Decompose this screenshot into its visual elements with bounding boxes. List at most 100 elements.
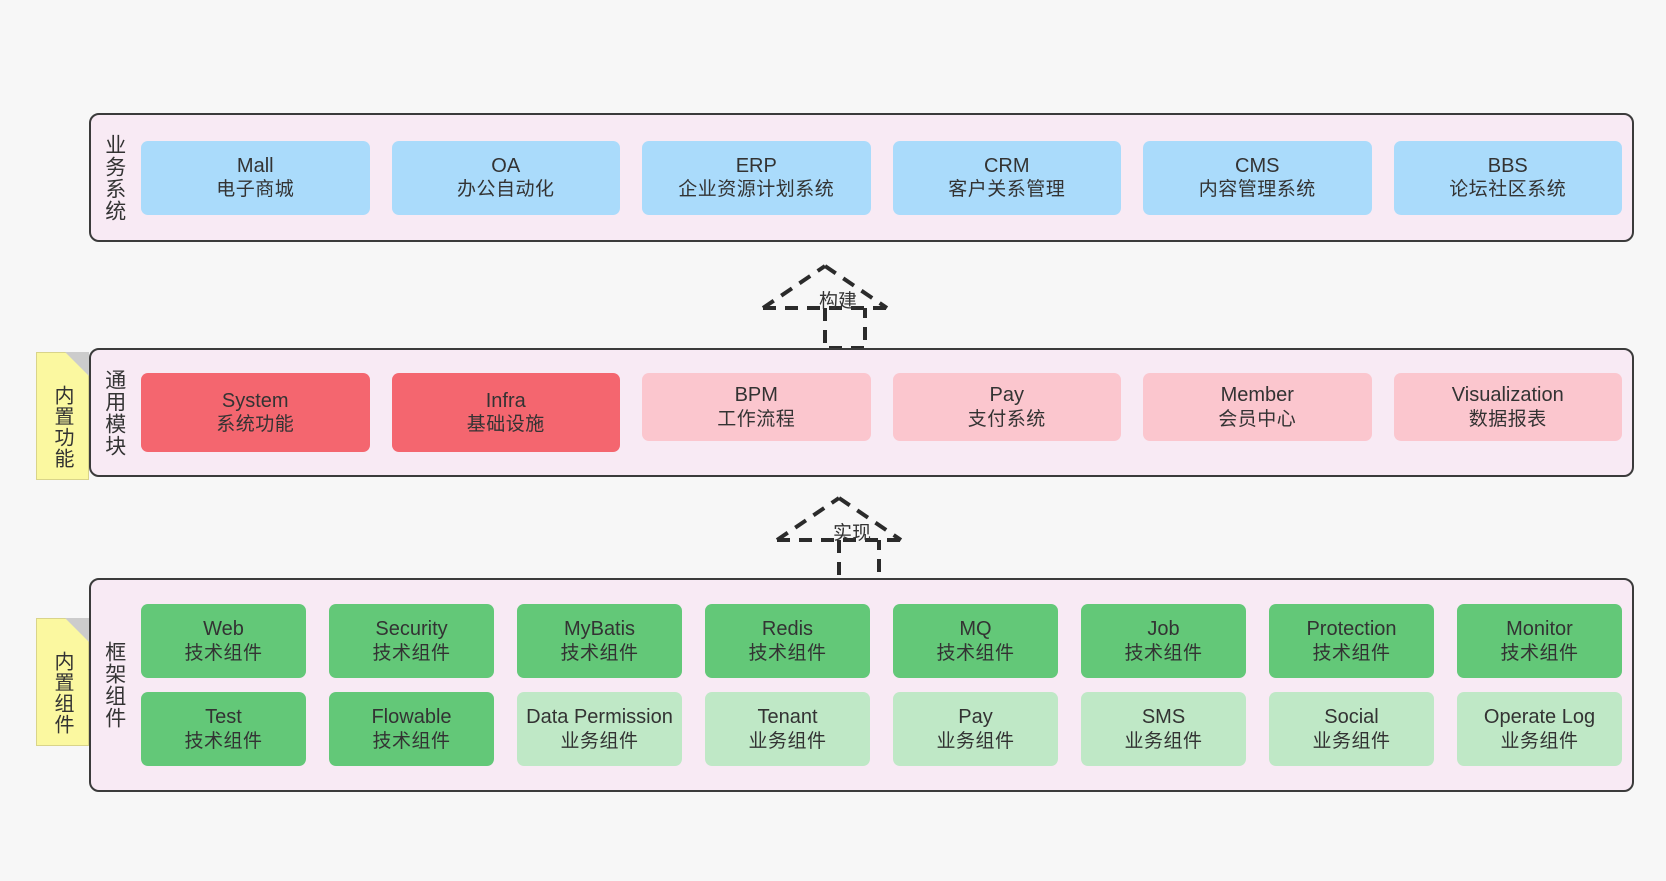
card-row: Web 技术组件 Security 技术组件 MyBatis 技术组件 Redi… [141,604,1622,678]
card-title: BBS [1487,154,1528,177]
card-operate-log[interactable]: Operate Log 业务组件 [1457,692,1622,766]
card-title: Web [203,618,244,641]
card-protection[interactable]: Protection 技术组件 [1269,604,1434,678]
card-subtitle: 技术组件 [936,642,1015,664]
note-builtin-components: 内置组件 [36,618,89,746]
card-title: Mall [236,154,274,177]
card-title: ERP [735,154,777,177]
card-redis[interactable]: Redis 技术组件 [705,604,870,678]
card-subtitle: 客户关系管理 [948,179,1066,201]
card-monitor[interactable]: Monitor 技术组件 [1457,604,1622,678]
card-infra[interactable]: Infra 基础设施 [391,373,620,452]
card-subtitle: 业务组件 [1312,730,1391,752]
card-pay-component[interactable]: Pay 业务组件 [893,692,1058,766]
layer-title-common-modules: 通用模块 [102,368,126,457]
card-visualization[interactable]: Visualization 数据报表 [1393,373,1622,441]
card-title: Tenant [757,706,818,729]
card-title: Monitor [1506,618,1573,641]
card-job[interactable]: Job 技术组件 [1081,604,1246,678]
card-erp[interactable]: ERP 企业资源计划系统 [642,140,871,215]
card-title: Test [205,706,242,729]
card-subtitle: 内容管理系统 [1198,179,1316,201]
card-title: Flowable [371,706,452,729]
note-fold-icon [65,618,89,642]
card-pay[interactable]: Pay 支付系统 [892,373,1121,441]
card-mall[interactable]: Mall 电子商城 [141,140,370,215]
card-subtitle: 技术组件 [184,730,263,752]
card-tenant[interactable]: Tenant 业务组件 [705,692,870,766]
card-title: Security [375,618,448,641]
card-sms[interactable]: SMS 业务组件 [1081,692,1246,766]
card-subtitle: 业务组件 [1500,730,1579,752]
connector-implement: 实现 [769,490,944,582]
card-mybatis[interactable]: MyBatis 技术组件 [517,604,682,678]
card-subtitle: 技术组件 [184,642,263,664]
layer-common-modules: 通用模块 System 系统功能 Infra 基础设施 BPM 工作流程 Pay… [89,348,1634,477]
card-title: CMS [1235,154,1280,177]
card-title: Pay [989,384,1024,407]
note-label: 内置组件 [51,651,73,735]
card-subtitle: 技术组件 [1312,642,1391,664]
card-subtitle: 技术组件 [748,642,827,664]
card-row: System 系统功能 Infra 基础设施 BPM 工作流程 Pay 支付系统… [141,373,1622,452]
card-test[interactable]: Test 技术组件 [141,692,306,766]
card-subtitle: 基础设施 [466,414,545,436]
card-cms[interactable]: CMS 内容管理系统 [1143,140,1372,215]
note-fold-icon [65,352,89,376]
card-row: Test 技术组件 Flowable 技术组件 Data Permission … [141,692,1622,766]
card-subtitle: 数据报表 [1468,408,1547,430]
card-subtitle: 电子商城 [216,179,295,201]
note-label: 内置功能 [51,385,73,469]
card-subtitle: 论坛社区系统 [1449,179,1567,201]
connector-implement-label: 实现 [833,523,872,544]
layer-body-common-modules: System 系统功能 Infra 基础设施 BPM 工作流程 Pay 支付系统… [137,350,1632,475]
layer-body-framework-components: Web 技术组件 Security 技术组件 MyBatis 技术组件 Redi… [137,580,1632,790]
card-title: System [221,389,289,412]
layer-body-business-systems: Mall 电子商城 OA 办公自动化 ERP 企业资源计划系统 CRM 客户关系… [137,115,1632,240]
card-subtitle: 技术组件 [1500,642,1579,664]
card-subtitle: 业务组件 [748,730,827,752]
card-title: Data Permission [526,706,673,729]
note-builtin-functions: 内置功能 [36,352,89,480]
card-row: Mall 电子商城 OA 办公自动化 ERP 企业资源计划系统 CRM 客户关系… [141,140,1622,215]
card-subtitle: 业务组件 [560,730,639,752]
layer-business-systems: 业务系统 Mall 电子商城 OA 办公自动化 ERP 企业资源计划系统 CRM… [89,113,1634,242]
card-subtitle: 业务组件 [1124,730,1203,752]
card-bbs[interactable]: BBS 论坛社区系统 [1393,140,1622,215]
card-title: Social [1324,706,1379,729]
card-subtitle: 业务组件 [936,730,1015,752]
card-title: Operate Log [1483,706,1596,729]
layer-title-business-systems: 业务系统 [102,133,126,222]
card-subtitle: 工作流程 [717,408,796,430]
card-title: MyBatis [563,618,636,641]
card-bpm[interactable]: BPM 工作流程 [642,373,871,441]
card-oa[interactable]: OA 办公自动化 [391,140,620,215]
card-title: OA [491,154,521,177]
card-title: SMS [1141,706,1186,729]
card-title: Visualization [1451,384,1564,407]
card-subtitle: 系统功能 [216,414,295,436]
card-mq[interactable]: MQ 技术组件 [893,604,1058,678]
card-subtitle: 办公自动化 [456,179,555,201]
card-title: Job [1147,618,1180,641]
card-social[interactable]: Social 业务组件 [1269,692,1434,766]
connector-build-label: 构建 [819,291,858,312]
card-subtitle: 技术组件 [372,642,451,664]
card-title: Infra [485,389,526,412]
card-subtitle: 支付系统 [967,408,1046,430]
card-flowable[interactable]: Flowable 技术组件 [329,692,494,766]
card-subtitle: 企业资源计划系统 [678,179,835,201]
card-web[interactable]: Web 技术组件 [141,604,306,678]
card-crm[interactable]: CRM 客户关系管理 [892,140,1121,215]
card-subtitle: 技术组件 [372,730,451,752]
layer-framework-components: 框架组件 Web 技术组件 Security 技术组件 MyBatis 技术组件… [89,578,1634,792]
card-title: Member [1220,384,1294,407]
card-system[interactable]: System 系统功能 [141,373,370,452]
card-title: CRM [983,154,1030,177]
card-member[interactable]: Member 会员中心 [1143,373,1372,441]
card-security[interactable]: Security 技术组件 [329,604,494,678]
connector-build: 构建 [755,258,930,350]
card-subtitle: 技术组件 [1124,642,1203,664]
card-data-permission[interactable]: Data Permission 业务组件 [517,692,682,766]
layer-title-framework-components: 框架组件 [102,641,126,729]
